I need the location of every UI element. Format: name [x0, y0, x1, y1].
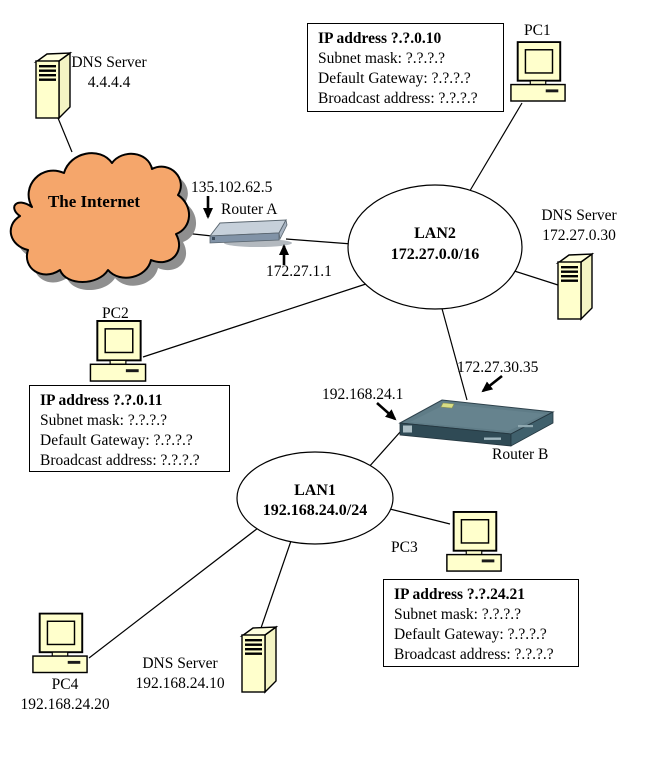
- lan1-label: LAN1 192.168.24.0/24: [237, 481, 393, 521]
- router-a-icon: [208, 218, 292, 247]
- pc1-broadcast-address: Broadcast address: ?.?.?.?: [318, 90, 478, 107]
- dns-internet-name: DNS Server: [71, 54, 147, 71]
- pc3-ip-config-box: IP address ?.?.24.21 Subnet mask: ?.?.?.…: [383, 579, 579, 667]
- lan1-oval: [236, 451, 394, 545]
- pc1-ip-config-box: IP address ?.?.0.10 Subnet mask: ?.?.?.?…: [307, 23, 504, 112]
- lan2-label: LAN2 172.27.0.0/16: [348, 223, 522, 265]
- dns-lan2-ip: 172.27.0.30: [542, 227, 616, 244]
- pc4-name: PC4: [51, 676, 79, 693]
- link-pc1-lan2: [467, 102, 523, 195]
- dns-lan2-label: DNS Server 172.27.0.30: [529, 206, 629, 246]
- link-lan2-dnslan2: [507, 268, 559, 286]
- pc2-ip-title: IP address ?.?.0.11: [40, 392, 163, 409]
- link-lan2-routerb: [440, 304, 468, 401]
- pc2-ip-config-box: IP address ?.?.0.11 Subnet mask: ?.?.?.?…: [29, 385, 230, 472]
- pc1-ip-title: IP address ?.?.0.10: [318, 30, 442, 47]
- pc1-default-gateway: Default Gateway: ?.?.?.?: [318, 70, 471, 87]
- dns-lan1-name: DNS Server: [142, 655, 218, 672]
- dns-lan2-name: DNS Server: [541, 207, 617, 224]
- connection-lines: [57, 102, 559, 659]
- routerb-lan1-ip-label: 192.168.24.1: [322, 386, 404, 403]
- pc2-default-gateway: Default Gateway: ?.?.?.?: [40, 432, 193, 449]
- pc3-ip-title: IP address ?.?.24.21: [394, 586, 526, 603]
- dns-server-lan1-icon: [239, 624, 279, 696]
- router-b-sticker: [440, 402, 455, 409]
- dns-internet-ip: 4.4.4.4: [87, 74, 131, 91]
- arrow-routerb-lan2-ip: [481, 374, 503, 393]
- dns-server-lan2-icon: [555, 251, 595, 323]
- pc3-subnet-mask: Subnet mask: ?.?.?.?: [394, 606, 521, 623]
- pc1-label: PC1: [524, 22, 551, 39]
- pc4-ip: 192.168.24.20: [20, 696, 110, 713]
- router-b-icon: [398, 399, 555, 447]
- routera-lan-ip-label: 172.27.1.1: [266, 263, 332, 280]
- pc2-broadcast-address: Broadcast address: ?.?.?.?: [40, 452, 200, 469]
- lan2-oval: [347, 184, 523, 310]
- routera-wan-ip-label: 135.102.62.5: [191, 179, 273, 196]
- pc1-icon: [509, 41, 567, 103]
- pc4-label: PC4 192.168.24.20: [16, 675, 114, 715]
- link-pc2-lan2: [142, 281, 373, 358]
- pc3-broadcast-address: Broadcast address: ?.?.?.?: [394, 646, 554, 663]
- link-lan1-dnslan1: [260, 537, 293, 629]
- arrow-routerb-lan1-ip: [376, 402, 397, 421]
- lan1-name: LAN1: [294, 482, 336, 499]
- dns-lan1-ip: 192.168.24.10: [135, 675, 225, 692]
- annotation-arrows: [203, 196, 503, 421]
- link-lan1-pc3: [385, 507, 451, 525]
- link-lan1-routerb: [367, 430, 402, 469]
- lan1-subnet: 192.168.24.0/24: [262, 502, 368, 519]
- link-lan1-pc4: [88, 527, 259, 659]
- pc2-label: PC2: [102, 305, 129, 322]
- link-dnsinternet-cloud: [57, 117, 73, 153]
- dns-internet-label: DNS Server 4.4.4.4: [60, 53, 158, 93]
- pc3-icon: [444, 511, 504, 573]
- internet-cloud: [9, 152, 197, 290]
- routera-label: Router A: [221, 201, 278, 218]
- link-routera-lan2: [285, 238, 353, 245]
- cloud-body: [9, 152, 190, 283]
- routerb-lan2-ip-label: 172.27.30.35: [457, 359, 539, 376]
- pc3-label: PC3: [391, 539, 418, 556]
- routerb-label: Router B: [492, 446, 549, 463]
- dns-lan1-label: DNS Server 192.168.24.10: [130, 654, 230, 694]
- pc1-subnet-mask: Subnet mask: ?.?.?.?: [318, 50, 445, 67]
- lan2-name: LAN2: [414, 225, 456, 242]
- pc2-subnet-mask: Subnet mask: ?.?.?.?: [40, 412, 167, 429]
- internet-label: The Internet: [47, 192, 141, 211]
- lan2-subnet: 172.27.0.0/16: [390, 246, 480, 263]
- pc2-icon: [88, 320, 148, 383]
- pc4-icon: [31, 612, 89, 675]
- pc3-default-gateway: Default Gateway: ?.?.?.?: [394, 626, 547, 643]
